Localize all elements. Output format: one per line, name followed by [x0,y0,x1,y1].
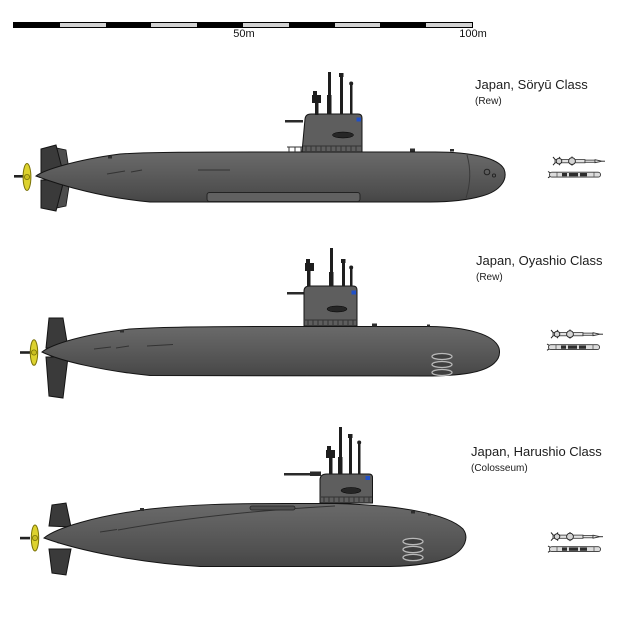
class-title: Japan, Söryū Class [475,77,588,92]
periscope-head [312,95,321,103]
torpedo-icon [546,343,600,351]
scale-label-50m: 50m [233,28,255,40]
torpedo-icon [547,171,601,179]
masts [326,427,362,474]
sail-flood-ports [321,496,372,502]
class-label-oyashio: Japan, Oyashio Class (Rew) [476,253,602,283]
submarine-harushio-illustration [20,427,603,576]
scale-bar-segment [59,23,106,27]
class-label-soryu: Japan, Söryū Class (Rew) [475,77,588,107]
periscope-head [326,450,335,458]
scale-bar-segment [380,23,427,27]
scale-bar-segment [14,23,60,27]
propeller-icon [14,163,32,191]
scale-bar-segment [151,23,198,27]
sail-blue-marking [365,476,370,480]
masts [305,248,354,286]
hull [34,146,506,203]
scale-bar-segment [105,23,152,27]
deck-railing [287,146,302,152]
sail-blue-marking [351,290,356,295]
scale-bar-segment [288,23,335,27]
torpedo-tube-shutters [402,537,424,562]
class-label-harushio: Japan, Harushio Class (Colosseum) [471,444,602,474]
missile-icon [550,329,603,339]
class-title: Japan, Oyashio Class [476,253,603,268]
class-subtitle: (Rew) [476,272,503,283]
sail [287,285,358,327]
propeller-icon [20,524,40,552]
sail-intake [326,305,348,313]
sail-rod [287,292,305,295]
class-subtitle: (Rew) [475,96,502,107]
sail-intake [340,487,362,494]
missile-icon [552,156,605,166]
submarine-soryu-illustration [14,72,605,212]
scale-bar [13,22,473,28]
flank-array [206,192,361,202]
sail [285,113,363,153]
class-title: Japan, Harushio Class [471,444,602,459]
missile-icon [550,532,603,542]
sail-flood-ports [303,145,362,151]
sail-rod [284,473,321,476]
scale-bar-segment [426,23,472,27]
hull [43,503,467,567]
scale-bar-segment [242,23,289,27]
deck-casing-seam [117,505,336,531]
sail-rod [285,120,303,123]
propeller-icon [20,339,39,366]
scale-bar-segment [334,23,381,27]
sail-intake [332,131,354,139]
torpedo-icon [547,545,601,553]
periscope-head [305,263,314,271]
sail [284,471,373,504]
torpedo-tube-shutters [431,352,453,377]
masts [312,72,354,115]
class-subtitle: (Colosseum) [471,463,528,474]
submarine-oyashio-illustration [20,248,603,399]
sail-flood-ports [305,319,357,325]
sail-blue-marking [356,117,361,122]
hull [41,323,501,377]
deck-casing [249,505,296,511]
scale-bar-segment [197,23,243,27]
scale-label-100m: 100m [459,28,487,40]
